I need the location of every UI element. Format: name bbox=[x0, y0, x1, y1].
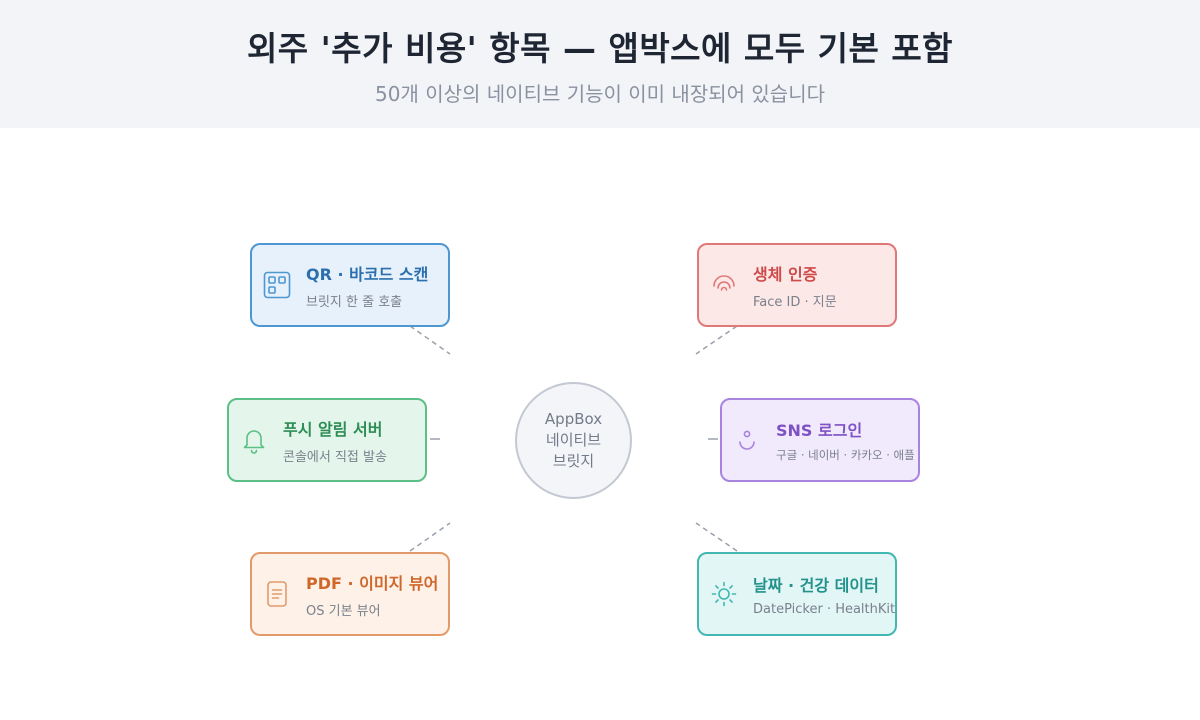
connector-datetime bbox=[695, 522, 738, 552]
card-desc: 구글 · 네이버 · 카카오 · 애플 bbox=[776, 448, 915, 462]
header: 외주 '추가 비용' 항목 — 앱박스에 모두 기본 포함 50개 이상의 네이… bbox=[0, 0, 1200, 128]
card-pdf-viewer: PDF · 이미지 뷰어 OS 기본 뷰어 bbox=[250, 552, 450, 636]
card-push: 푸시 알림 서버 콘솔에서 직접 발송 bbox=[227, 398, 427, 482]
connector-pdf bbox=[409, 522, 451, 552]
card-title: 생체 인증 bbox=[753, 264, 818, 284]
hub-line-3: 브릿지 bbox=[552, 452, 595, 470]
card-desc: 브릿지 한 줄 호출 bbox=[306, 294, 403, 310]
qr-code-icon bbox=[262, 270, 292, 300]
card-sns-login: SNS 로그인 구글 · 네이버 · 카카오 · 애플 bbox=[720, 398, 920, 482]
bell-icon bbox=[239, 425, 269, 455]
card-desc: 콘솔에서 직접 발송 bbox=[283, 449, 387, 465]
card-desc: Face ID · 지문 bbox=[753, 294, 837, 310]
card-biometric: 생체 인증 Face ID · 지문 bbox=[697, 243, 897, 327]
hub-line-1: AppBox bbox=[544, 410, 603, 428]
card-title: QR · 바코드 스캔 bbox=[306, 264, 429, 284]
card-title: PDF · 이미지 뷰어 bbox=[306, 573, 439, 593]
card-qr-scan: QR · 바코드 스캔 브릿지 한 줄 호출 bbox=[250, 243, 450, 327]
card-desc: OS 기본 뷰어 bbox=[306, 603, 381, 619]
card-title: SNS 로그인 bbox=[776, 421, 863, 440]
card-date-health: 날짜 · 건강 데이터 DatePicker · HealthKit bbox=[697, 552, 897, 636]
card-title: 푸시 알림 서버 bbox=[283, 419, 383, 439]
page-subtitle: 50개 이상의 네이티브 기능이 이미 내장되어 있습니다 bbox=[375, 82, 825, 106]
document-icon bbox=[262, 579, 292, 609]
sun-icon bbox=[709, 579, 739, 609]
hub-line-2: 네이티브 bbox=[545, 431, 602, 449]
fingerprint-icon bbox=[709, 270, 739, 300]
card-title: 날짜 · 건강 데이터 bbox=[753, 575, 879, 595]
card-desc: DatePicker · HealthKit bbox=[753, 601, 896, 617]
smile-icon bbox=[732, 425, 762, 455]
connector-qr bbox=[409, 325, 451, 355]
page-title: 외주 '추가 비용' 항목 — 앱박스에 모두 기본 포함 bbox=[246, 29, 954, 68]
connector-biometric bbox=[695, 325, 738, 355]
hub-node: AppBox 네이티브 브릿지 bbox=[515, 382, 632, 499]
